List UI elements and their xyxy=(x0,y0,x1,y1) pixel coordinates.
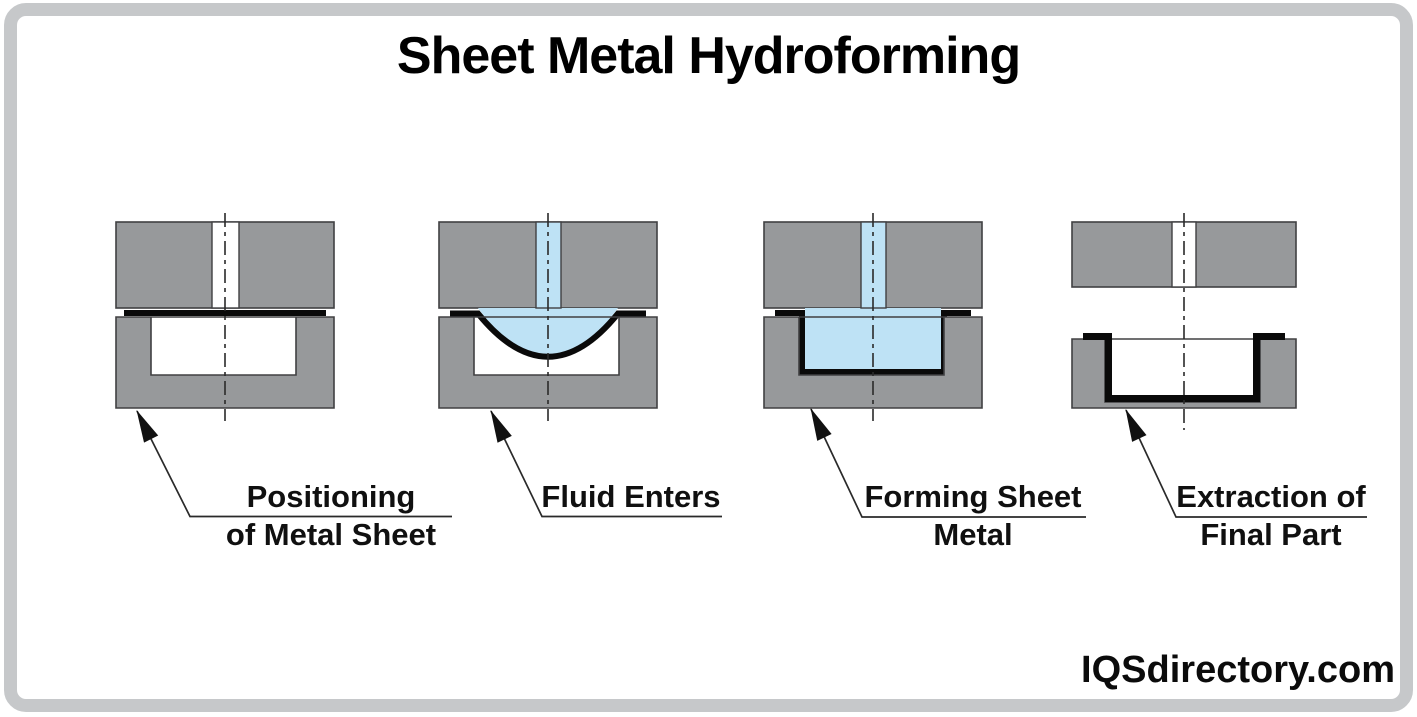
label-line-2: Metal xyxy=(933,517,1013,552)
metal-sheet-flat xyxy=(124,310,326,316)
stage-1-diagram xyxy=(115,213,335,421)
callout-arrow-stage-4 xyxy=(1125,408,1367,518)
label-stage-2: Fluid Enters xyxy=(461,478,801,516)
callout-arrow-stage-3 xyxy=(810,407,1086,518)
label-stage-1: Positioning of Metal Sheet xyxy=(161,478,501,554)
stage-4-diagram xyxy=(1071,213,1297,430)
fluid-channel-filled xyxy=(535,221,562,309)
stage-3-diagram xyxy=(763,213,983,421)
label-stage-3: Forming Sheet Metal xyxy=(803,478,1143,554)
label-stage-4: Extraction of Final Part xyxy=(1101,478,1417,554)
label-line-1: Forming Sheet xyxy=(864,479,1082,514)
label-line-1: Positioning xyxy=(246,479,416,514)
callouts xyxy=(136,407,1367,518)
callout-arrow-stage-1 xyxy=(136,409,452,518)
label-line-2: Final Part xyxy=(1200,517,1342,552)
lower-die-cavity xyxy=(763,316,983,409)
stage-2-diagram xyxy=(438,213,658,421)
lower-die-cavity xyxy=(115,316,335,409)
final-formed-part xyxy=(1083,333,1285,402)
callout-arrow-stage-2 xyxy=(490,409,722,518)
label-line-1: Extraction of xyxy=(1176,479,1366,514)
page-title: Sheet Metal Hydroforming xyxy=(396,27,1021,85)
fluid-channel-filled xyxy=(860,221,887,309)
label-line-2: of Metal Sheet xyxy=(225,517,437,552)
watermark: IQSdirectory.com xyxy=(1081,649,1395,691)
label-line-1: Fluid Enters xyxy=(541,479,721,514)
lower-die-cavity xyxy=(438,316,658,409)
